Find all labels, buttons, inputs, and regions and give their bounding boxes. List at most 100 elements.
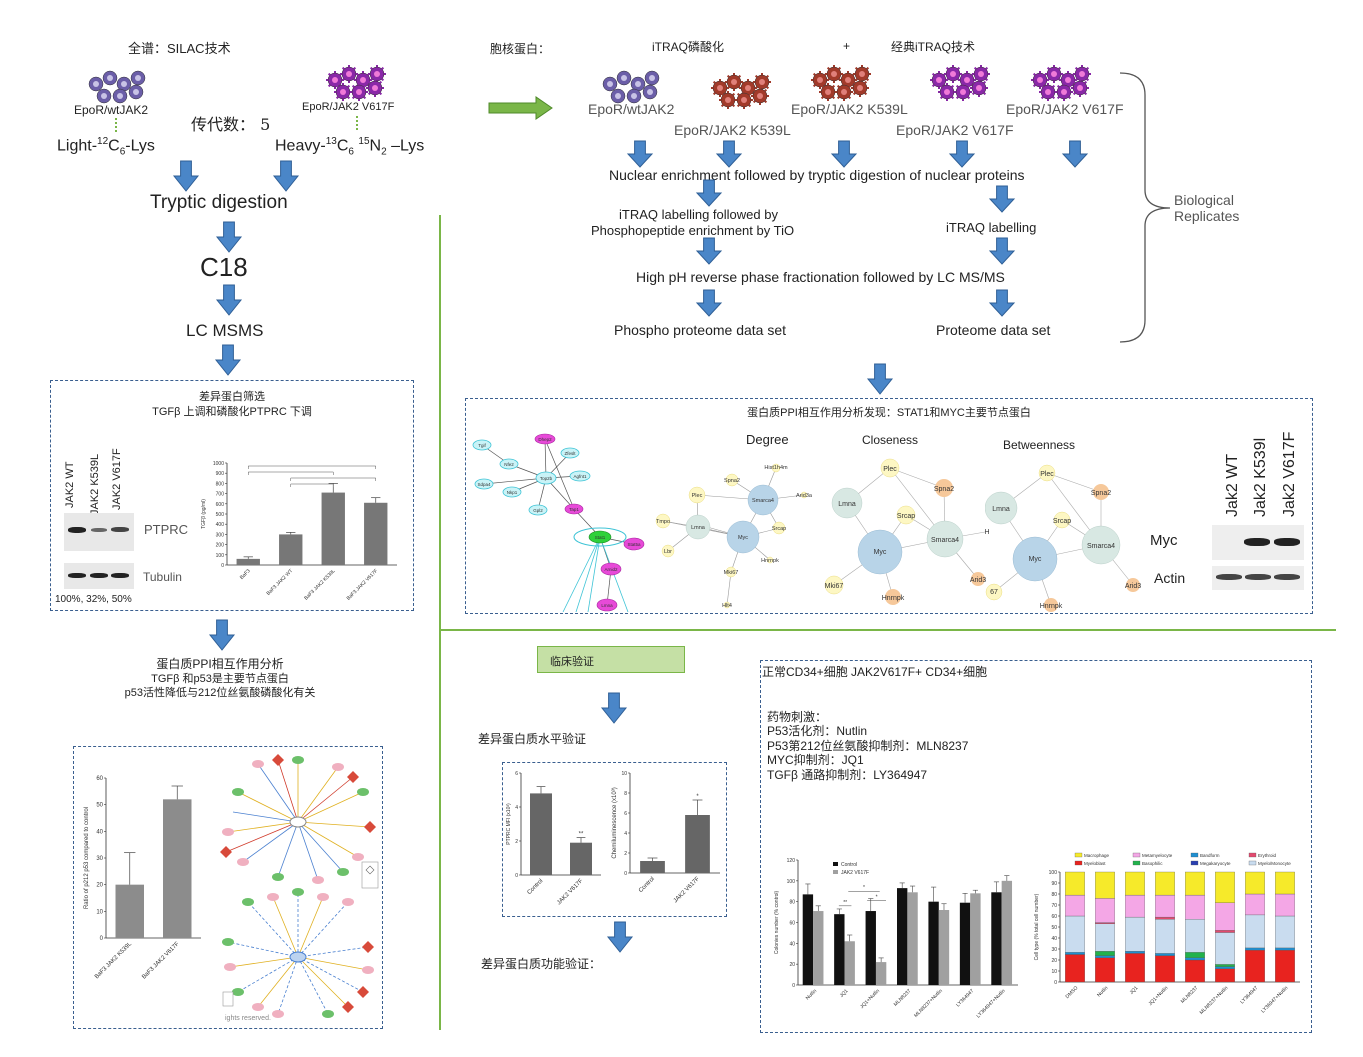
net-degree-label-5: Tmpo	[656, 519, 670, 525]
legend-label-1: JAK2 V617F	[841, 870, 869, 876]
net-between-label-2: Lmna	[992, 506, 1010, 513]
light-label: Light-12C6-Lys	[57, 136, 155, 158]
y-tick-1: 10	[1051, 969, 1057, 975]
horizontal-divider	[441, 629, 1336, 631]
stack-2-7	[1125, 871, 1145, 896]
legend-label-1: Metamyelocyte	[1142, 853, 1173, 858]
ppi-title-3: p53活性降低与212位丝氨酸磷酸化有关	[124, 687, 316, 699]
net-closeness-label-0: Plec	[883, 466, 897, 473]
y-tick-5: 100	[787, 879, 796, 885]
y-tick-1: 100	[216, 553, 225, 559]
net-degree-label-0: Hist1h4m	[764, 465, 788, 471]
y-tick-4: 80	[789, 900, 795, 906]
screen-box	[50, 380, 414, 611]
net-left-label-1: Nfe2	[504, 462, 514, 467]
sig-bracket-1	[248, 471, 334, 475]
bar-1-1	[844, 941, 855, 985]
y-tick-3: 30	[1051, 947, 1057, 953]
net-between-label-4: Smarca4	[1087, 543, 1115, 550]
cell-cluster-wt-left	[88, 70, 146, 104]
net-degree-label-1: Spna2	[724, 478, 740, 484]
bar-1	[685, 815, 710, 873]
sig-bracket-2	[290, 477, 376, 481]
wb-tubulin-label: Tubulin	[143, 570, 182, 584]
drug-box	[760, 660, 1312, 1033]
bar-0	[236, 558, 260, 565]
legend-swatch-0	[1074, 852, 1083, 858]
stack-3-7	[1155, 871, 1175, 896]
legend-swatch-5	[1132, 860, 1141, 866]
y-tick-2: 20	[1051, 958, 1057, 964]
down-arrow-2	[215, 221, 243, 253]
cell-wt-label: EpoR/wtJAK2	[74, 103, 149, 117]
net-degree-label-3: Smarca4	[752, 498, 774, 504]
itraq-phos-title: iTRAQ磷酸化	[652, 40, 725, 54]
down-arrow-3	[215, 284, 243, 316]
legend-swatch-3	[1248, 852, 1257, 858]
heavy-label: Heavy-13C6 15N2 –Lys	[275, 136, 425, 158]
y-tick-4: 40	[1051, 936, 1057, 942]
legend-label-0: Macrophage	[1084, 853, 1110, 858]
cell-v617f-label: EpoR/JAK2 V617F	[302, 101, 395, 113]
flow-arrow-3	[948, 140, 976, 168]
screen-title-2: TGFβ 上调和磷酸化PTPRC 下调	[152, 406, 312, 418]
y-tick-1: 10	[96, 909, 103, 915]
bar-0	[115, 884, 144, 938]
y-tick-2: 40	[789, 941, 795, 947]
flow-arrow-1	[715, 140, 743, 168]
legend-swatch-6	[1190, 860, 1199, 866]
y-tick-0: 0	[624, 871, 627, 877]
bar-2	[321, 492, 345, 565]
y-tick-8: 800	[216, 481, 225, 487]
cell-cluster-wt-right	[602, 70, 660, 104]
legend-swatch-4	[1074, 860, 1083, 866]
sig-mark-2: *	[876, 895, 878, 901]
net-degree-label-7: Srcap	[772, 526, 786, 532]
ppi-find-box	[465, 398, 1313, 614]
wb-ptprc-label: PTPRC	[144, 522, 189, 537]
stack-5-7	[1215, 871, 1235, 903]
ppi-title-1: 蛋白质PPI相互作用分析	[156, 657, 284, 671]
net-closeness-label-1: Spna2	[934, 486, 954, 493]
y-axis-label: Ratio of p212 p53 compared to control	[84, 807, 90, 909]
down-arrow-1	[272, 160, 300, 192]
net-left-label-11: Stat5a	[627, 542, 641, 547]
net-left-label-3: Zfeslt	[564, 451, 576, 456]
ppi-title-2: TGFβ 和p53是主要节点蛋白	[151, 673, 289, 685]
net-left-label-8: Gpl2	[533, 508, 543, 513]
betweenness-title: Betweenness	[1003, 438, 1076, 452]
right-green-arrow	[488, 96, 553, 120]
net-degree-label-4: Arid3a	[796, 493, 813, 499]
closeness-network: PlecSpna2LmnaSrcapSmarca4HMycArid3Mki67H…	[825, 458, 990, 605]
y-tick-5: 50	[1051, 925, 1057, 931]
net-left-label-0: Tgif	[478, 443, 486, 448]
net-degree-label-2: Plec	[692, 493, 703, 499]
clinic-tag-label: 临床验证	[550, 656, 594, 668]
y-tick-0: 0	[515, 873, 518, 879]
step-c18: C18	[200, 252, 248, 282]
bar-1-2	[875, 962, 887, 985]
net-closeness-label-5: H	[984, 529, 989, 536]
bar-1-3	[907, 892, 918, 985]
cell-bottom-1: EpoR/JAK2 K539L	[674, 122, 791, 138]
bar-0-6	[991, 892, 1002, 985]
silac-title: 全谱：SILAC技术	[128, 41, 231, 56]
bar-0-1	[834, 914, 845, 985]
y-tick-9: 900	[216, 471, 225, 477]
level-box	[502, 762, 727, 917]
net-degree-label-10: Hnrnpk	[761, 558, 779, 564]
step-tryptic: Tryptic digestion	[150, 192, 288, 213]
net-between-label-6: Arid3	[1125, 583, 1141, 590]
y-tick-0: 0	[792, 983, 795, 989]
y-tick-1: 2	[624, 851, 627, 857]
legend-label-0: Control	[841, 862, 857, 868]
legend-swatch-0	[833, 862, 838, 866]
bar-0-4	[928, 901, 939, 985]
flow-arrow-2	[830, 140, 858, 168]
bio-rep-2: Replicates	[1174, 208, 1240, 224]
step-lcmsms: LC MSMS	[186, 321, 264, 340]
